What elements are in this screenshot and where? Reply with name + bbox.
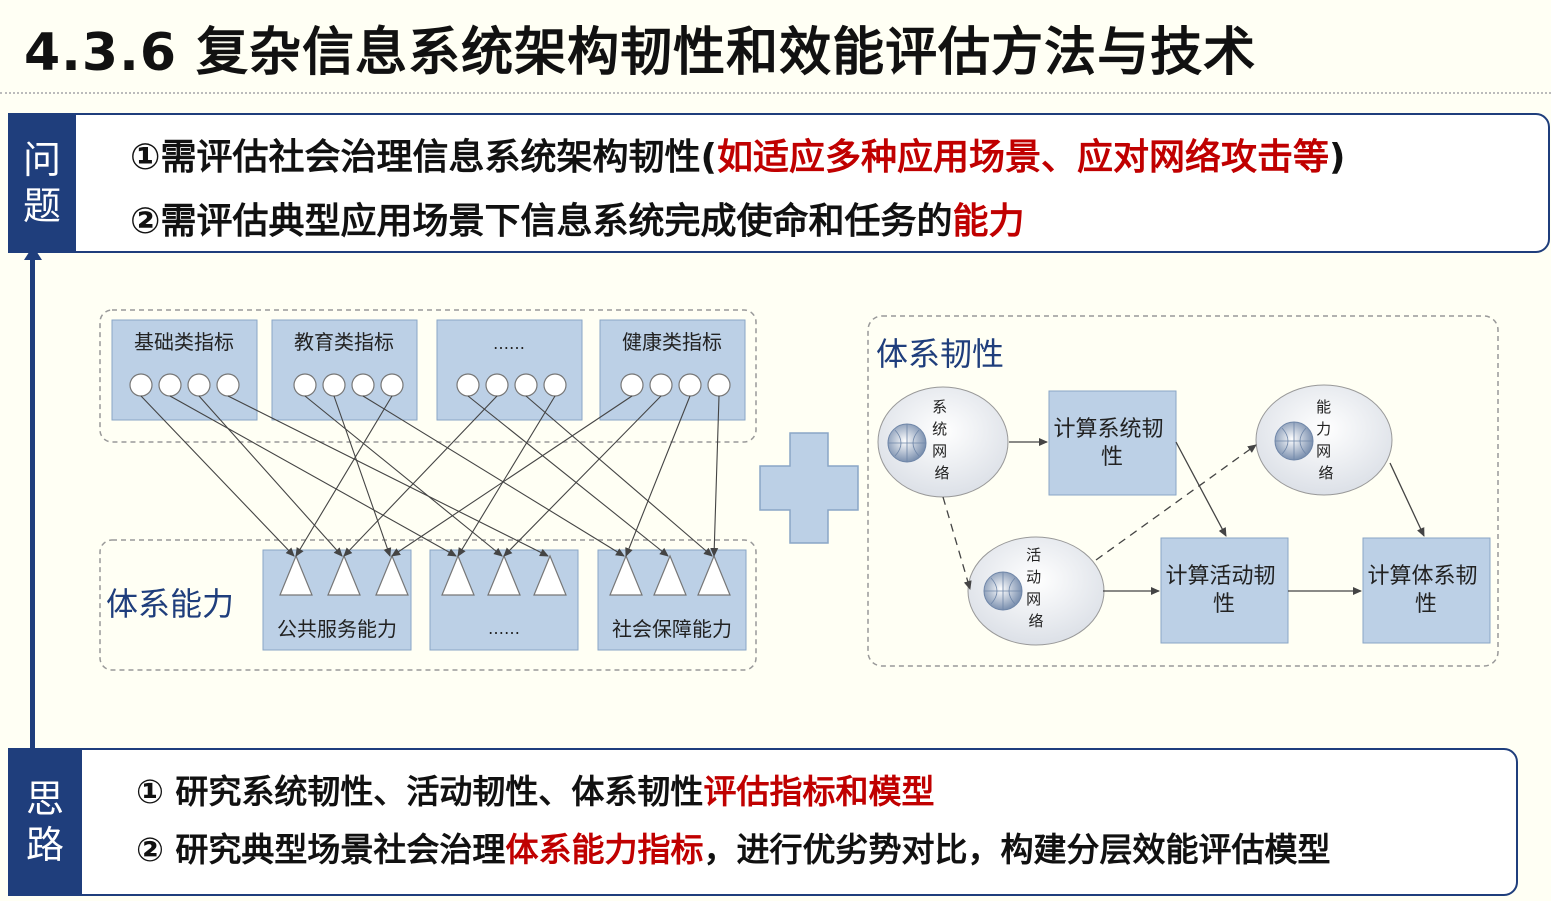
indicator-node — [351, 373, 375, 397]
approach-line-2: ② 研究典型场景社会治理体系能力指标，进行优劣势对比，构建分层效能评估模型 — [136, 823, 1330, 871]
system-network-node: 系 统 网 络 — [877, 386, 1009, 498]
indicator-node — [293, 373, 317, 397]
approach-line-2-suffix: ，进行优劣势对比，构建分层效能评估模型 — [703, 830, 1331, 869]
indicator-node — [216, 373, 240, 397]
indicator-node — [322, 373, 346, 397]
plus-icon — [759, 432, 859, 544]
title-divider — [0, 92, 1551, 94]
approach-tag-char-1: 思 — [25, 777, 64, 821]
page-title: 4.3.6 复杂信息系统架构韧性和效能评估方法与技术 — [24, 23, 1257, 83]
resilience-group-frame — [867, 315, 1499, 667]
indicator-box-health: 健康类指标 — [599, 319, 746, 421]
capability-box-social-security-label: 社会保障能力 — [612, 617, 732, 641]
capability-box-public-service-label: 公共服务能力 — [277, 617, 397, 641]
indicator-box-more-label: …… — [493, 334, 525, 353]
indicator-box-basic: 基础类指标 — [111, 319, 258, 421]
indicator-node — [514, 373, 538, 397]
indicator-box-education-label: 教育类指标 — [294, 330, 394, 354]
indicator-node — [543, 373, 567, 397]
resilience-section-label: 体系韧性 — [876, 335, 1004, 373]
indicator-nodes — [129, 373, 731, 397]
approach-line-1-text: ① 研究系统韧性、活动韧性、体系韧性 — [136, 772, 704, 811]
capability-node — [487, 554, 521, 596]
approach-panel — [8, 748, 1518, 896]
compute-architecture-resilience-box: 计算体系韧 性 — [1362, 537, 1491, 644]
capability-node — [697, 554, 731, 596]
indicator-node — [620, 373, 644, 397]
side-connector-line — [30, 250, 35, 750]
indicator-node — [456, 373, 480, 397]
compute-activity-resilience-box: 计算活动韧 性 — [1160, 537, 1289, 644]
activity-network-label: 活 动 网 络 — [1026, 546, 1046, 630]
indicator-node — [129, 373, 153, 397]
approach-tag: 思路 — [8, 748, 82, 896]
indicator-node — [485, 373, 509, 397]
indicator-box-education: 教育类指标 — [271, 319, 418, 421]
problem-tag-char-2: 题 — [22, 184, 61, 228]
indicator-box-more: …… — [436, 319, 583, 421]
indicator-box-basic-label: 基础类指标 — [134, 330, 234, 354]
capability-node — [441, 554, 475, 596]
capability-network-label: 能 力 网 络 — [1316, 398, 1336, 482]
capability-node — [533, 554, 567, 596]
approach-line-2-text: ② 研究典型场景社会治理 — [136, 830, 506, 869]
approach-line-1-highlight: 评估指标和模型 — [703, 772, 935, 811]
compute-system-resilience-box: 计算系统韧 性 — [1048, 390, 1177, 496]
problem-tag: 问题 — [8, 113, 76, 253]
capability-node — [653, 554, 687, 596]
approach-line-2-highlight: 体系能力指标 — [505, 830, 704, 869]
mapping-arrows — [140, 395, 720, 557]
approach-tag-char-2: 路 — [25, 823, 64, 867]
indicator-node — [380, 373, 404, 397]
problem-tag-char-1: 问 — [22, 138, 61, 182]
problem-line-1: ①需评估社会治理信息系统架构韧性(如适应多种应用场景、应对网络攻击等) — [130, 128, 1345, 180]
compute-architecture-resilience-label: 计算体系韧 性 — [1367, 564, 1484, 617]
resilience-flow-arrows — [942, 438, 1425, 595]
compute-system-resilience-label: 计算系统韧 性 — [1053, 417, 1170, 470]
indicator-node — [707, 373, 731, 397]
indicator-group-frame — [99, 309, 757, 443]
problem-line-2-text: ②需评估典型应用场景下信息系统完成使命和任务的 — [130, 201, 953, 242]
system-network-label: 系 统 网 络 — [932, 398, 952, 482]
problem-line-2-highlight: 能力 — [952, 201, 1025, 242]
problem-line-1-suffix: ) — [1328, 137, 1346, 178]
capability-box-more-label: …… — [488, 619, 520, 638]
indicator-node — [158, 373, 182, 397]
connector-arrowhead — [24, 246, 42, 260]
capability-box-public-service: 公共服务能力 — [262, 549, 412, 651]
activity-network-node: 活 动 网 络 — [967, 536, 1105, 646]
problem-line-1-text: ①需评估社会治理信息系统架构韧性( — [130, 137, 717, 178]
compute-activity-resilience-label: 计算活动韧 性 — [1165, 564, 1282, 617]
problem-panel — [8, 113, 1550, 253]
capability-network-node: 能 力 网 络 — [1255, 384, 1393, 496]
capability-node — [609, 554, 643, 596]
capability-section-label: 体系能力 — [106, 585, 234, 623]
capability-nodes — [279, 554, 731, 596]
indicator-node — [187, 373, 211, 397]
capability-node — [279, 554, 313, 596]
indicator-node — [649, 373, 673, 397]
problem-line-1-highlight: 如适应多种应用场景、应对网络攻击等 — [716, 137, 1329, 178]
approach-line-1: ① 研究系统韧性、活动韧性、体系韧性评估指标和模型 — [136, 765, 934, 813]
indicator-node — [678, 373, 702, 397]
problem-line-2: ②需评估典型应用场景下信息系统完成使命和任务的能力 — [130, 192, 1025, 244]
capability-node — [327, 554, 361, 596]
indicator-box-health-label: 健康类指标 — [622, 330, 722, 354]
capability-node — [375, 554, 409, 596]
